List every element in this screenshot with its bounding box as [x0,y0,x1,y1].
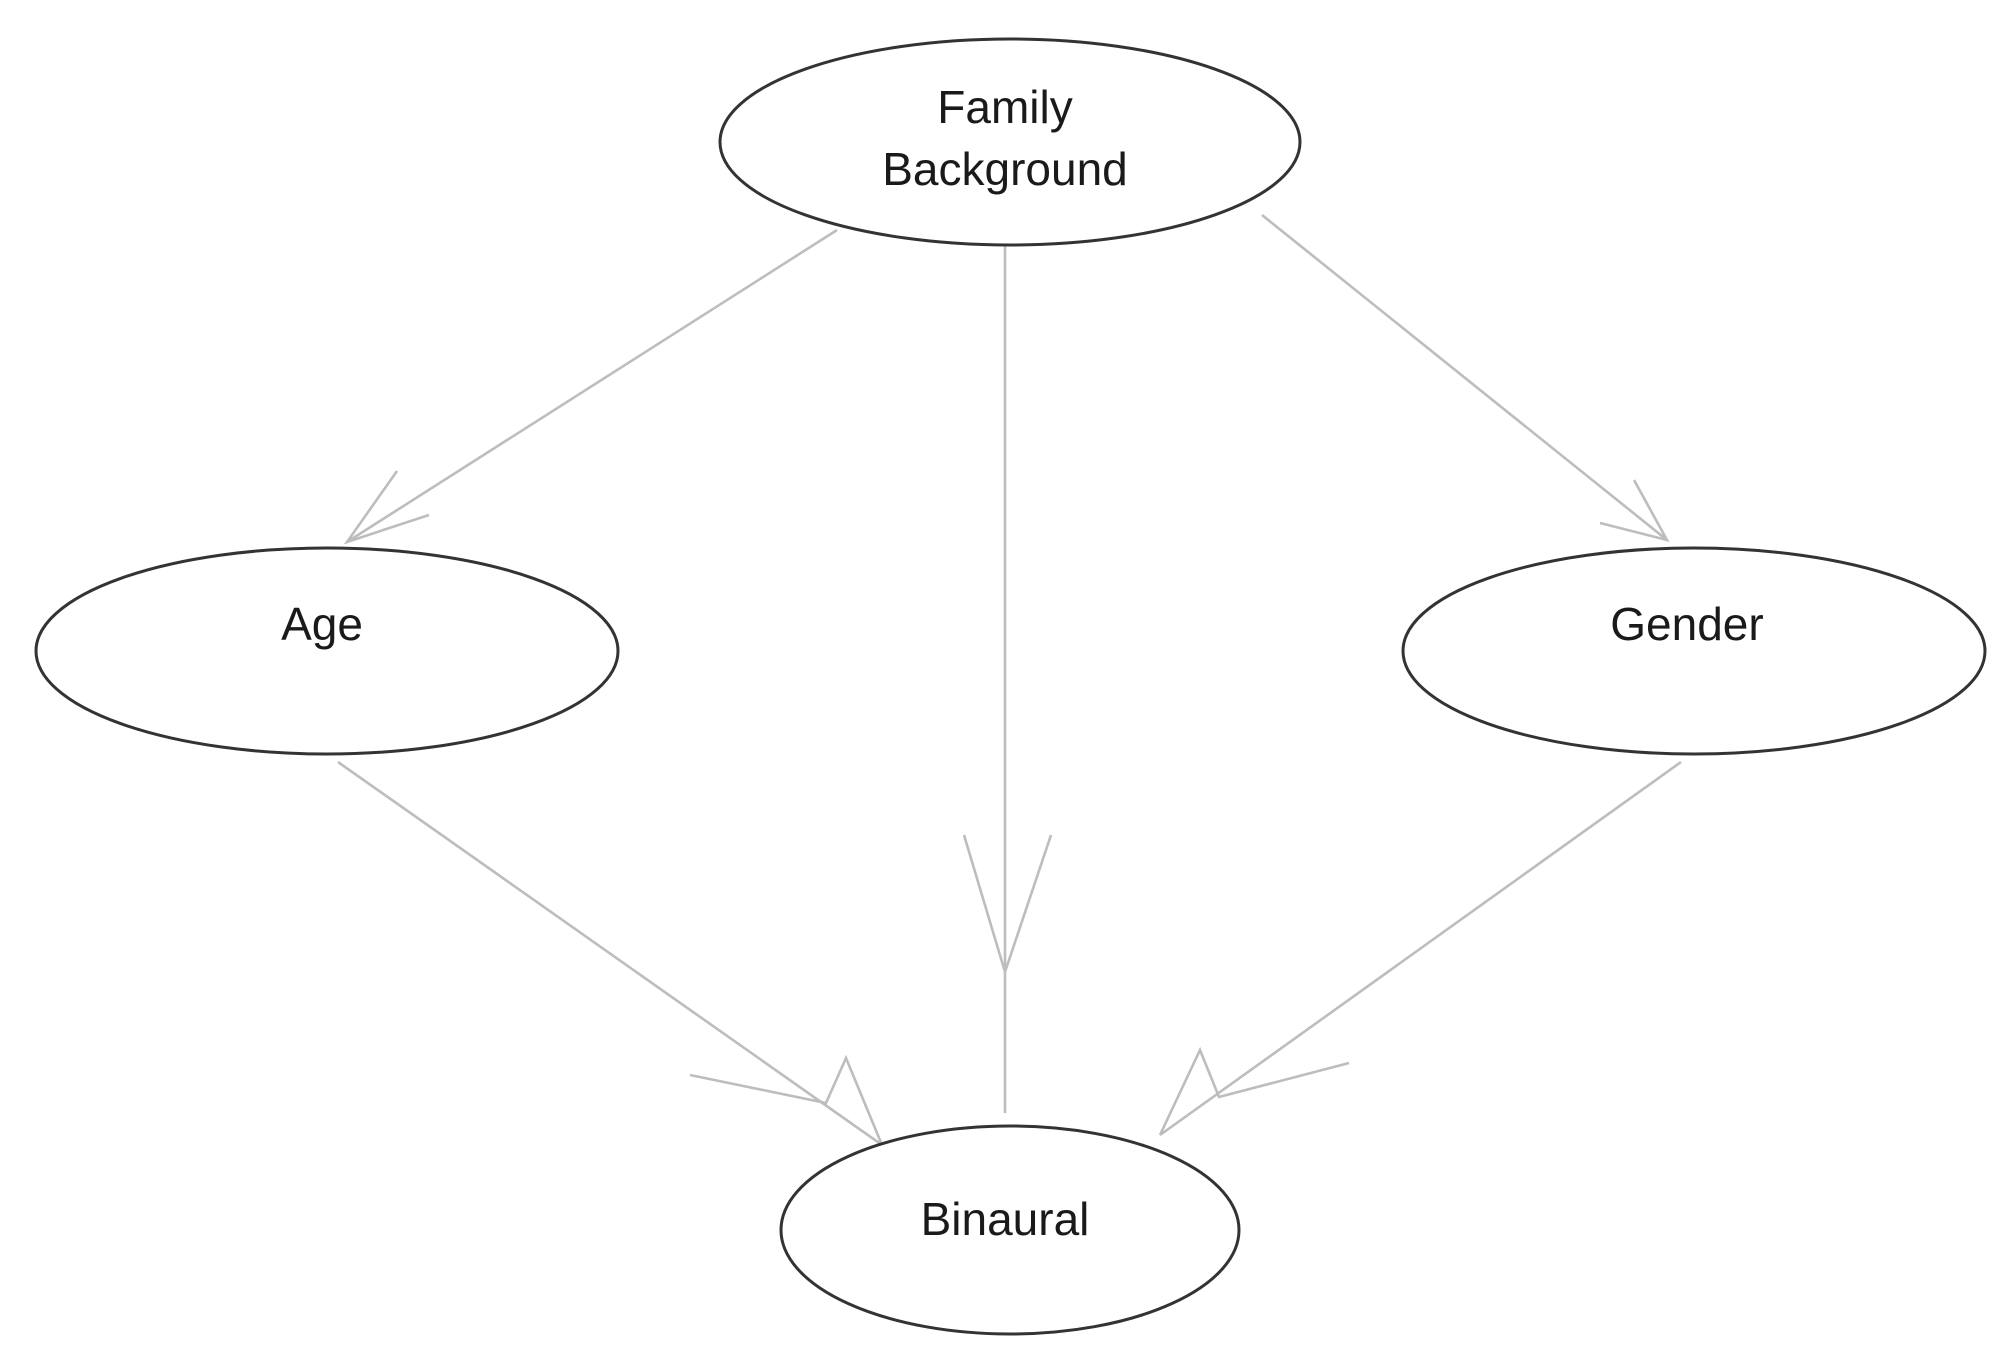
edge-age-to-binaural [337,760,884,1147]
node-gender-label: Gender [1610,598,1763,650]
node-family-background-label-line2: Background [882,143,1128,195]
node-age: Age [34,546,620,756]
node-gender-shape [1401,546,1987,756]
node-family-background: Family Background [718,37,1302,247]
node-age-shape [34,546,620,756]
edge-family-to-age [343,228,838,545]
node-binaural-shape [779,1124,1241,1336]
node-gender: Gender [1401,546,1987,756]
node-family-background-shape [718,37,1302,247]
node-family-background-label-line1: Family [937,81,1072,133]
edge-gender-to-binaural [1158,760,1682,1137]
edge-family-to-binaural [962,245,1053,1113]
node-age-label: Age [281,598,363,650]
node-binaural: Binaural [779,1124,1241,1336]
edge-family-to-gender [1261,213,1670,542]
node-binaural-label: Binaural [921,1193,1090,1245]
